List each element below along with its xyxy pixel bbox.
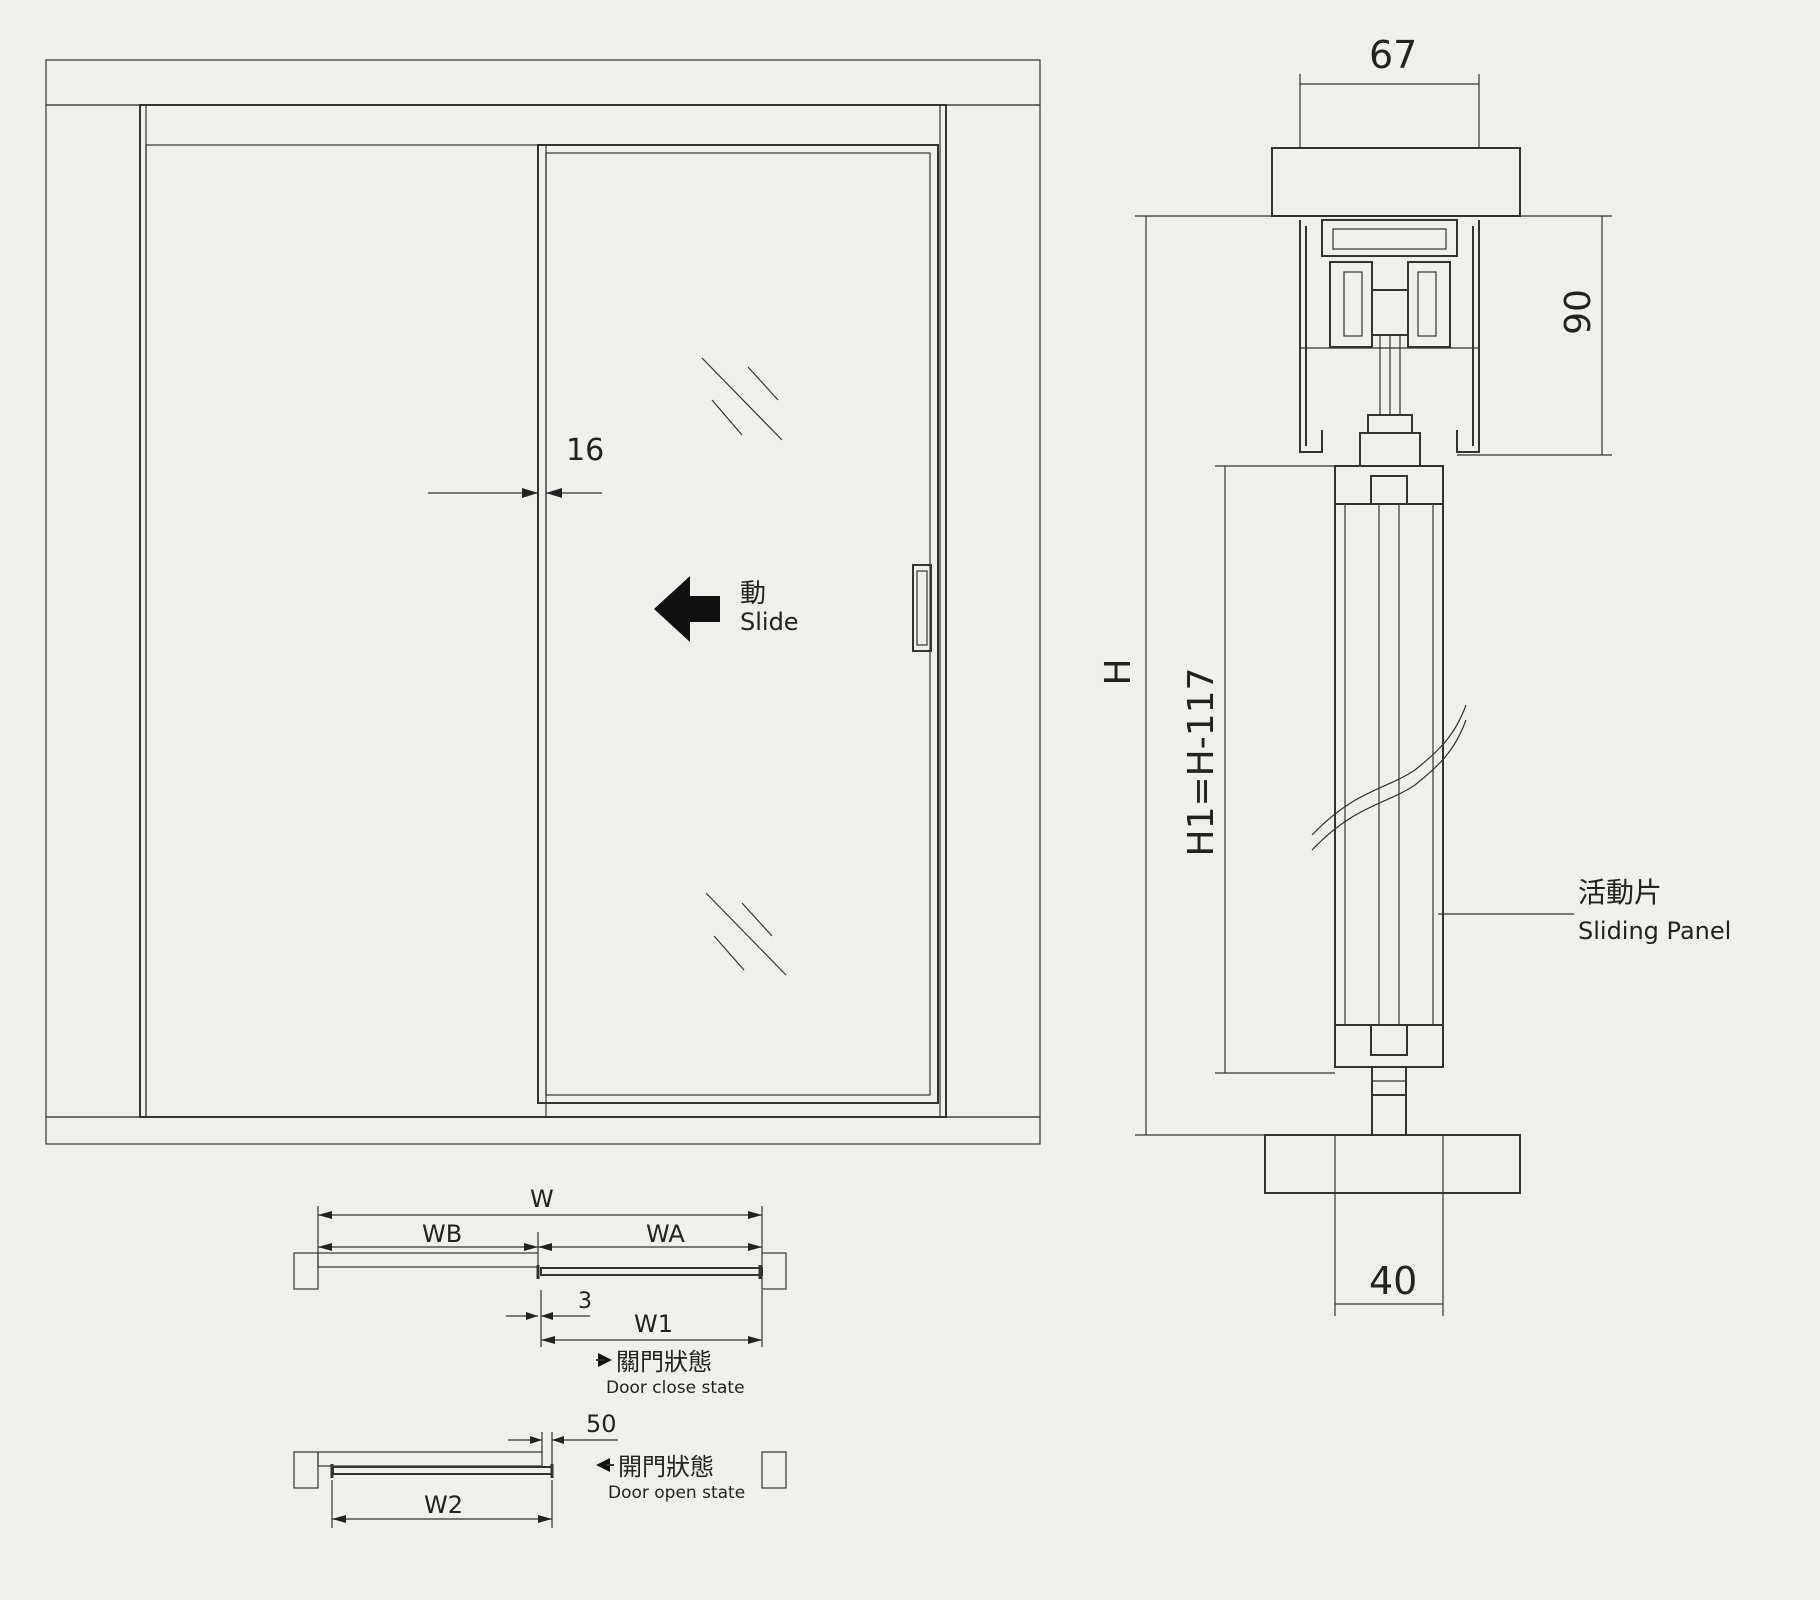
arrow-right-icon [598, 1353, 612, 1367]
section-view: 67 90 H H1=H-117 40 活動片 [1098, 33, 1731, 1316]
ceiling-hatch [45, 59, 1041, 106]
dimension-40-value: 40 [1369, 1259, 1417, 1303]
left-wall [45, 104, 147, 1118]
dimension-67-value: 67 [1369, 33, 1417, 77]
dim-50: 50 [508, 1410, 618, 1464]
dim-w2: W2 [331, 1480, 553, 1528]
plan-open-door-panel [332, 1466, 553, 1475]
sliding-panel-label-en: Sliding Panel [1578, 917, 1731, 945]
wall-behind-door [145, 144, 547, 1118]
dim-3: 3 [506, 1289, 592, 1320]
dimension-67: 67 [1299, 33, 1480, 148]
glass-reflection-bottom [705, 892, 787, 976]
dimension-h1: H1=H-117 [1181, 465, 1360, 1074]
dim-3-label: 3 [578, 1289, 592, 1314]
dim-wa-label: WA [646, 1220, 685, 1248]
closed-state-caption: 關門狀態 Door close state [596, 1348, 745, 1398]
dim-50-label: 50 [586, 1410, 617, 1438]
open-state-caption: 開門狀態 Door open state [596, 1453, 745, 1503]
plan-open: 50 W2 開門狀態 Door open state [293, 1410, 787, 1528]
right-wall [939, 104, 1041, 1118]
arrow-left-icon [596, 1458, 610, 1472]
slide-arrow-icon [654, 576, 720, 642]
gap-dimension-value: 16 [566, 433, 604, 468]
dimension-h1-value: H1=H-117 [1181, 668, 1222, 857]
floor-slab [1264, 1134, 1521, 1194]
sliding-panel-callout: 活動片 Sliding Panel [1438, 876, 1731, 945]
plan-closed-wall-left [293, 1252, 319, 1290]
glass-reflection-top [701, 357, 783, 441]
slide-label-zh: 動 [740, 579, 766, 609]
closed-state-en: Door close state [606, 1378, 745, 1398]
dimension-h-value: H [1098, 658, 1139, 685]
plan-closed-wall-segment [317, 1252, 539, 1268]
door-elevation: 動 Slide 16 [45, 59, 1041, 1145]
top-track [1299, 219, 1480, 467]
ceiling-beam [1271, 147, 1521, 217]
sliding-panel-label-zh: 活動片 [1578, 876, 1662, 909]
dim-w-label: W [530, 1185, 554, 1213]
plan-open-wall-right [761, 1451, 787, 1489]
plan-open-wall-segment [317, 1451, 543, 1467]
door-frame [139, 104, 947, 1118]
plan-closed: W WB WA 3 W1 [293, 1185, 787, 1398]
dim-w: W [317, 1185, 763, 1253]
dimension-90: 90 [1457, 215, 1612, 456]
open-state-zh: 開門狀態 [618, 1453, 714, 1481]
dim-wb-label: WB [422, 1220, 462, 1248]
closed-state-zh: 關門狀態 [616, 1348, 712, 1376]
gap-dimension: 16 [428, 433, 604, 498]
floor-concrete [45, 1116, 1041, 1145]
dimension-h: H [1098, 215, 1272, 1136]
dim-w1-label: W1 [634, 1310, 673, 1338]
plan-closed-door-panel [540, 1267, 763, 1276]
open-state-en: Door open state [608, 1483, 745, 1503]
sliding-door-panel [537, 144, 939, 1104]
dim-wb-wa: WB WA [318, 1220, 762, 1253]
plan-closed-wall-right [761, 1252, 787, 1290]
dimension-40: 40 [1334, 1135, 1444, 1316]
slide-label-en: Slide [740, 608, 799, 636]
plan-open-wall-left [293, 1451, 319, 1489]
door-handle[interactable] [912, 564, 932, 652]
dimension-90-value: 90 [1558, 289, 1599, 335]
dim-w1: W1 [540, 1290, 763, 1347]
door-section-panel [1311, 465, 1467, 1135]
break-line [1311, 704, 1467, 836]
dim-w2-label: W2 [424, 1491, 463, 1519]
